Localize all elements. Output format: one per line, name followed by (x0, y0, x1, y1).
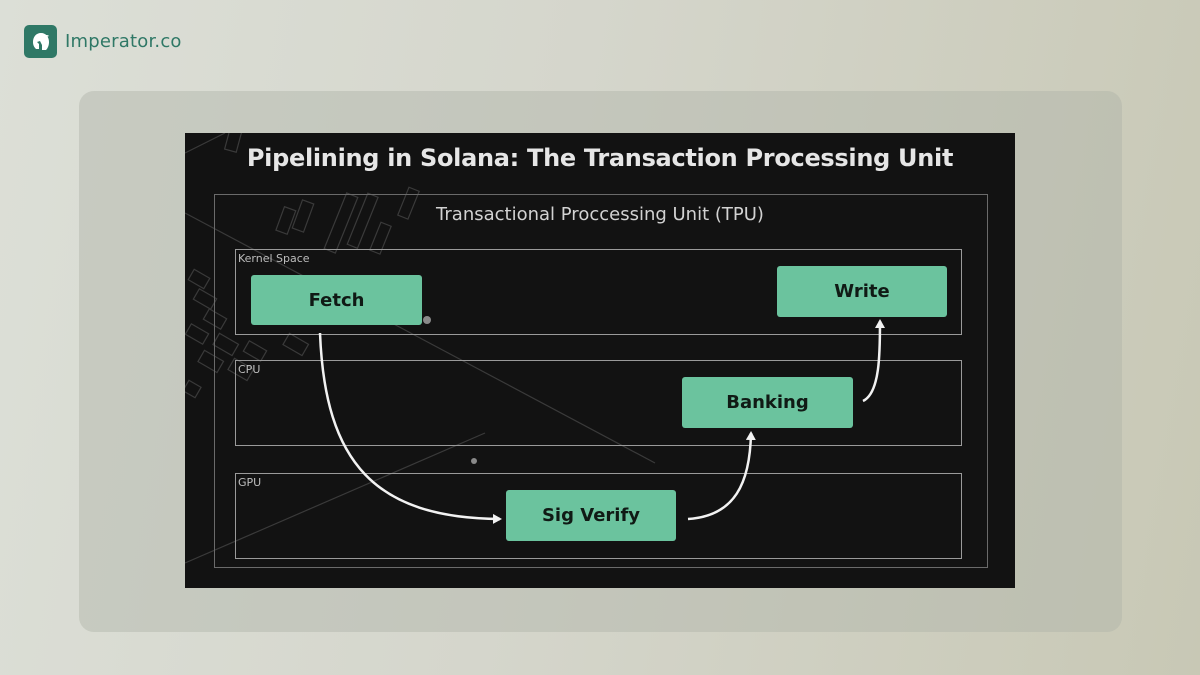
stage-sig-verify: Sig Verify (506, 490, 676, 541)
tpu-frame (214, 194, 988, 568)
background-decoration (185, 133, 656, 564)
lane-kernel-space: Kernel Space (235, 249, 962, 335)
brand-header[interactable]: Imperator.co (24, 25, 182, 58)
arrow-sig-verify-to-banking (687, 431, 756, 521)
stage-fetch: Fetch (251, 275, 422, 325)
lane-gpu: GPU (235, 473, 962, 559)
tpu-label: Transactional Proccessing Unit (TPU) (436, 204, 764, 225)
slide-title: Pipelining in Solana: The Transaction Pr… (246, 144, 954, 172)
lane-cpu: CPU (235, 360, 962, 446)
decor-dot (423, 316, 431, 324)
arrow-fetch-to-sig-verify (318, 332, 502, 524)
decor-dot (471, 458, 477, 464)
lane-label-kernel-space: Kernel Space (238, 252, 310, 265)
slide-image: Pipelining in Solana: The Transaction Pr… (185, 133, 1015, 588)
spartan-helmet-icon (24, 25, 57, 58)
arrow-banking-to-write (862, 319, 885, 403)
flow-arrows (318, 319, 885, 524)
lane-label-gpu: GPU (238, 476, 262, 489)
stage-banking: Banking (682, 377, 853, 428)
lane-label-cpu: CPU (238, 363, 261, 376)
stage-write: Write (777, 266, 947, 317)
brand-name: Imperator.co (65, 31, 182, 52)
